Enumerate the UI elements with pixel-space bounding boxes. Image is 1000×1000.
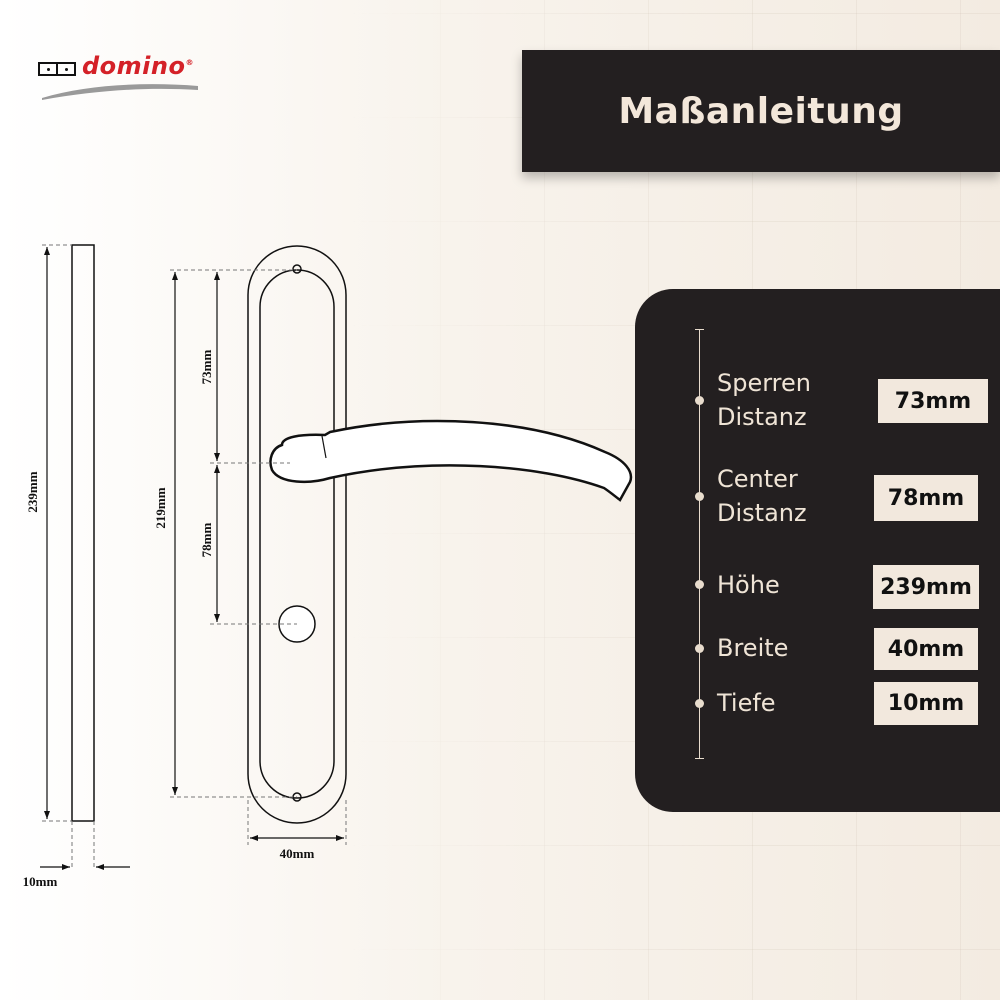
spec-dot <box>695 644 704 653</box>
dim-label-73: 73mm <box>199 350 214 385</box>
spec-value-center-distance: 78mm <box>874 475 978 521</box>
spec-value-depth: 10mm <box>874 682 978 725</box>
spec-label-width: Breite <box>717 634 789 662</box>
side-profile <box>71 244 95 822</box>
spec-label-lock-distance: Sperren Distanz <box>717 369 811 431</box>
title-banner: Maßanleitung <box>522 50 1000 172</box>
spec-label-height: Höhe <box>717 571 780 599</box>
dim-label-78: 78mm <box>199 523 214 558</box>
domino-tile-icon <box>38 62 76 76</box>
page-title: Maßanleitung <box>618 90 904 132</box>
dim-label-10: 10mm <box>23 874 58 889</box>
plate-outer <box>247 245 347 824</box>
plate-inner <box>259 269 335 799</box>
dim-label-219: 219mm <box>153 487 168 528</box>
logo-swoosh-icon <box>42 84 198 100</box>
dim-label-40: 40mm <box>280 846 315 861</box>
spec-dot <box>695 492 704 501</box>
brand-logo: domino® <box>38 50 208 110</box>
lever-handle <box>269 419 633 502</box>
registered-mark: ® <box>185 58 194 67</box>
brand-name: domino® <box>82 52 194 80</box>
dim-label-239: 239mm <box>25 471 40 512</box>
spec-label-center-distance: Center Distanz <box>717 465 807 527</box>
spec-dot <box>695 699 704 708</box>
spec-value-height: 239mm <box>873 565 979 609</box>
spec-value-lock-distance: 73mm <box>878 379 988 423</box>
spec-dot <box>695 396 704 405</box>
screw-hole-top <box>292 264 302 274</box>
timeline-line <box>695 329 704 759</box>
spec-panel: Sperren Distanz 73mm Center Distanz 78mm… <box>635 289 1000 812</box>
lever-joint <box>321 435 327 459</box>
spec-dot <box>695 580 704 589</box>
spec-value-width: 40mm <box>874 628 978 670</box>
spec-label-depth: Tiefe <box>717 689 776 717</box>
